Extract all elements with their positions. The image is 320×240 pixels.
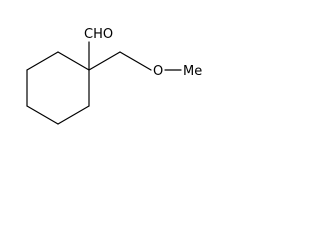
chemical-structure: CHO O Me — [26, 27, 202, 125]
ring-bond-1 — [57, 51, 90, 71]
ring-bond-6 — [26, 51, 59, 71]
methyl-label: Me — [183, 64, 202, 79]
cyclohexane-ring — [26, 51, 90, 125]
aldehyde-label: CHO — [84, 27, 113, 42]
oxygen-label: O — [153, 64, 163, 79]
ring-bond-4 — [26, 105, 59, 125]
ring-bond-3 — [57, 105, 90, 125]
bond-ch2-to-oxygen — [119, 51, 152, 71]
bond-ring-to-ch2 — [88, 51, 121, 71]
